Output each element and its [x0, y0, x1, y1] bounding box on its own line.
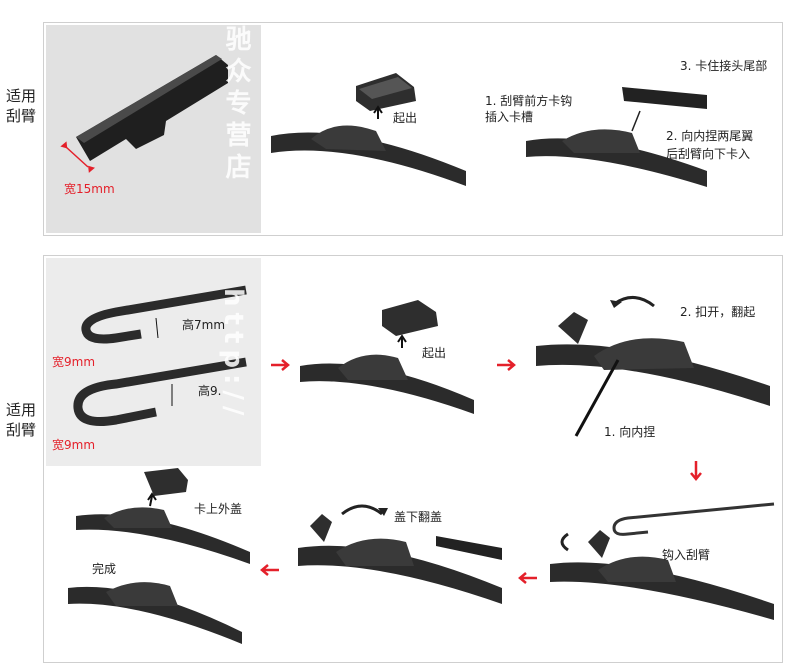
section1-step2-label2-line2: 后刮臂向下卡入 — [666, 147, 751, 161]
section2-side-label: 适用刮臂 — [6, 400, 36, 440]
section1-arm-photo: 驰众专营店 — [46, 25, 261, 233]
section2-step5-label-top-text: 卡上外盖 — [194, 502, 243, 516]
section1-step2-label3: 3. 卡住接头尾部 — [680, 57, 767, 74]
section2-arrow-left-2 — [260, 564, 279, 576]
section2-step5-label-top: 卡上外盖 — [194, 500, 242, 517]
section2-watermark-text: http:// — [218, 288, 248, 422]
section2-step5-blade-top — [76, 468, 250, 564]
section2-arrow-2 — [497, 359, 516, 371]
section2-step2-label-open: 2. 扣开，翻起 — [680, 303, 755, 320]
section1-step2-label1: 1. 刮臂前方卡钩 插入卡槽 — [485, 93, 572, 125]
section2-step4-blade — [298, 504, 502, 604]
section2-step5-label-done: 完成 — [92, 560, 116, 577]
section2-width-label-bottom-text: 宽9mm — [52, 438, 96, 452]
section2-watermark: http:// — [218, 288, 248, 421]
section2-height-label-top-text: 高7mm — [182, 318, 226, 332]
section1-step1-label-text: 起出 — [393, 111, 418, 125]
section2-step3-label: 钩入刮臂 — [662, 546, 710, 563]
section2-step1-label: 起出 — [422, 344, 446, 361]
section2-step2-label-open-text: 2. 扣开，翻起 — [680, 305, 756, 319]
section2-arrow-left-1 — [518, 572, 537, 584]
section2-height-label-bottom: 高9. — [198, 382, 221, 399]
section1-step2-label2: 2. 向内捏两尾翼 后刮臂向下卡入 — [666, 127, 753, 163]
section2-arm-photo: http:// — [46, 258, 261, 466]
section2-step2-label-pinch-text: 1. 向内捏 — [604, 425, 656, 439]
section2-panel: http:// 高7mm 宽9mm 高9. 宽9mm 起出 2. 扣开 — [43, 255, 783, 663]
section2-side-label-text: 适用刮臂 — [6, 401, 37, 439]
section2-step2-blade — [536, 296, 770, 437]
section1-step2-label1-line2: 插入卡槽 — [485, 110, 534, 124]
section1-step1-blade — [271, 73, 466, 186]
section1-step2-blade — [526, 87, 707, 187]
section2-step5-label-done-text: 完成 — [92, 562, 117, 576]
section2-step5-blade-done — [68, 582, 242, 644]
section2-height-label-bottom-text: 高9. — [198, 384, 222, 398]
section2-step4-label: 盖下翻盖 — [394, 508, 442, 525]
section1-width-label-text: 宽15mm — [64, 182, 115, 196]
section2-step2-label-pinch: 1. 向内捏 — [604, 423, 655, 440]
section1-side-label-text: 适用刮臂 — [6, 87, 37, 125]
section2-arrow-down — [690, 461, 702, 481]
section2-step3-blade — [550, 502, 775, 620]
section1-side-label: 适用刮臂 — [6, 86, 36, 126]
section1-watermark: 驰众专营店 — [218, 25, 255, 185]
section2-height-label-top: 高7mm — [182, 316, 225, 333]
section2-width-label-top-text: 宽9mm — [52, 355, 96, 369]
section2-step1-label-text: 起出 — [422, 346, 447, 360]
section2-step3-label-text: 钩入刮臂 — [662, 548, 711, 562]
section1-step1-label: 起出 — [393, 109, 417, 126]
section1-panel: 驰众专营店 宽15mm 起出 1. 刮臂前方卡钩 插入卡槽 2. 向内捏两尾翼 … — [43, 22, 783, 236]
section1-step2-label1-line1: 1. 刮臂前方卡钩 — [485, 94, 573, 108]
section1-watermark-text: 驰众专营店 — [221, 25, 251, 185]
section1-arm-illustration — [60, 55, 228, 173]
section2-width-label-bottom: 宽9mm — [52, 436, 95, 453]
section2-step1-blade — [300, 300, 474, 414]
section2-step4-label-text: 盖下翻盖 — [394, 510, 443, 524]
section1-width-label: 宽15mm — [64, 180, 115, 197]
section1-step2-label2-line1: 2. 向内捏两尾翼 — [666, 129, 754, 143]
section2-arrow-1 — [271, 359, 290, 371]
section1-step2-label3-text: 3. 卡住接头尾部 — [680, 59, 768, 73]
section2-width-label-top: 宽9mm — [52, 353, 95, 370]
section2-arm-illustration — [73, 285, 247, 426]
